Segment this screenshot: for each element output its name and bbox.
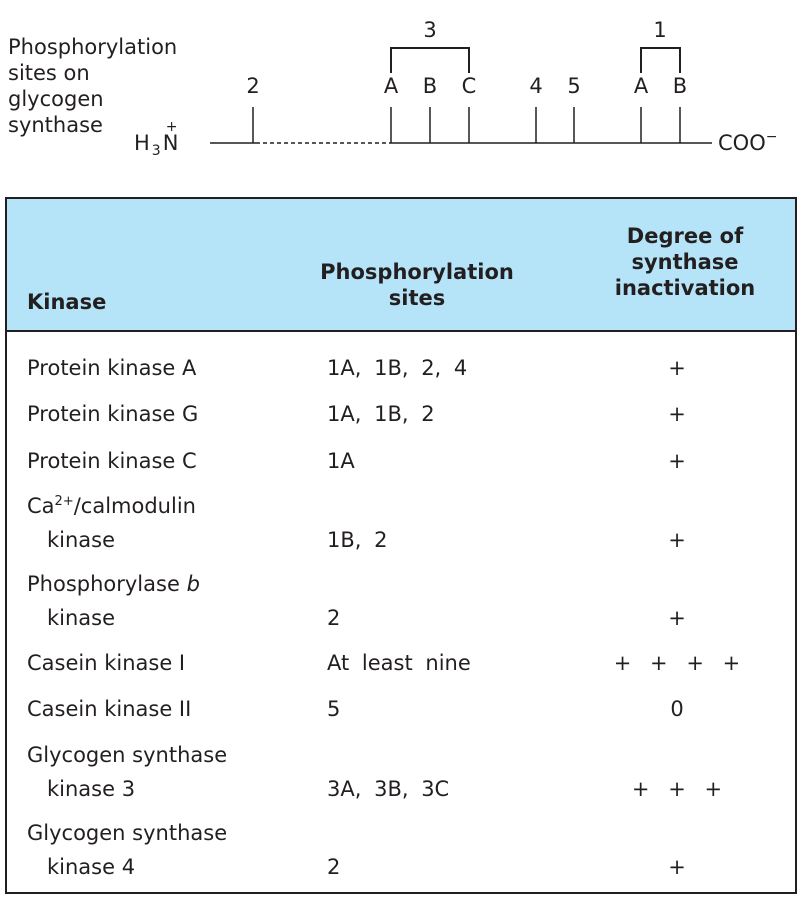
kinase-cell: Phosphorylase b kinase bbox=[27, 567, 200, 635]
degree-cell: + bbox=[668, 528, 692, 552]
bracket-group-3 bbox=[390, 47, 470, 73]
diagram-title: Phosphorylation sites on glycogen syntha… bbox=[8, 34, 177, 138]
sites-cell: 1B, 2 bbox=[327, 528, 388, 552]
kinase-name: Casein kinase I bbox=[27, 651, 186, 675]
table-row: Ca2+/calmodulin kinase 1B, 2 + bbox=[7, 489, 795, 557]
calcium-charge: 2+ bbox=[54, 494, 74, 509]
site-label-3b: B bbox=[422, 74, 438, 98]
diagram-title-line: glycogen bbox=[8, 87, 104, 111]
site-label-5: 5 bbox=[567, 74, 581, 98]
n-terminus-atom-wrap: N+ bbox=[162, 119, 179, 155]
header-sites-line: sites bbox=[388, 286, 446, 310]
group-label-3: 3 bbox=[423, 18, 437, 42]
sites-cell: 1A, 1B, 2, 4 bbox=[327, 356, 468, 380]
kinase-name-continued: kinase bbox=[47, 528, 116, 552]
site-label-3c: C bbox=[461, 74, 477, 98]
kinase-name-part: /calmodulin bbox=[73, 494, 196, 518]
table-row: Protein kinase A 1A, 1B, 2, 4 + bbox=[7, 351, 795, 385]
header-degree-line: synthase bbox=[631, 250, 739, 274]
kinase-cell: Protein kinase G bbox=[27, 397, 198, 431]
sites-cell: 1A, 1B, 2 bbox=[327, 402, 435, 426]
kinase-name-continued: kinase 3 bbox=[47, 777, 136, 801]
phosphorylation-site-diagram: Phosphorylation sites on glycogen syntha… bbox=[0, 0, 802, 180]
header-degree-inactivation: Degree of synthase inactivation bbox=[585, 223, 785, 301]
kinase-name-italic: b bbox=[186, 572, 200, 596]
kinase-name: Ca2+/calmodulin bbox=[27, 489, 196, 523]
kinase-cell: Protein kinase A bbox=[27, 351, 196, 385]
n-terminus-n: N bbox=[162, 131, 179, 155]
degree-cell: + bbox=[668, 356, 692, 380]
sites-cell: 2 bbox=[327, 606, 341, 630]
sites-cell: At least nine bbox=[327, 651, 471, 675]
n-terminus-subscript: 3 bbox=[151, 143, 161, 159]
degree-cell: + bbox=[668, 606, 692, 630]
degree-cell: + bbox=[668, 855, 692, 879]
table-header: Kinase Phosphorylation sites Degree of s… bbox=[7, 199, 795, 332]
site-label-2: 2 bbox=[246, 74, 260, 98]
kinase-name: Glycogen synthase bbox=[27, 821, 228, 845]
kinase-cell: Glycogen synthase kinase 4 bbox=[27, 816, 227, 884]
c-terminus-charge: − bbox=[765, 129, 778, 145]
kinase-name-continued: kinase 4 bbox=[47, 855, 136, 879]
kinase-cell: Glycogen synthase kinase 3 bbox=[27, 738, 227, 806]
table-row: Glycogen synthase kinase 3 3A, 3B, 3C + … bbox=[7, 738, 795, 806]
degree-cell: 0 bbox=[670, 697, 690, 721]
kinase-cell: Ca2+/calmodulin kinase bbox=[27, 489, 196, 557]
degree-cell: + + + + bbox=[613, 651, 747, 675]
table-row: Glycogen synthase kinase 4 2 + bbox=[7, 816, 795, 884]
kinase-cell: Casein kinase I bbox=[27, 646, 185, 680]
n-terminus-charge: + bbox=[165, 119, 178, 135]
diagram-title-line: synthase bbox=[8, 113, 103, 137]
site-label-4: 4 bbox=[529, 74, 543, 98]
header-sites-line: Phosphorylation bbox=[320, 260, 514, 284]
kinase-name: Protein kinase A bbox=[27, 356, 197, 380]
diagram-title-line: sites on bbox=[8, 61, 90, 85]
sites-cell: 3A, 3B, 3C bbox=[327, 777, 450, 801]
kinase-name: Glycogen synthase bbox=[27, 743, 228, 767]
bracket-group-1 bbox=[640, 47, 681, 73]
sites-cell: 1A bbox=[327, 449, 355, 473]
header-phosphorylation-sites: Phosphorylation sites bbox=[317, 259, 517, 311]
kinase-cell: Casein kinase II bbox=[27, 692, 191, 726]
kinase-cell: Protein kinase C bbox=[27, 444, 197, 478]
kinase-name: Protein kinase G bbox=[27, 402, 199, 426]
header-kinase: Kinase bbox=[27, 290, 107, 314]
degree-cell: + bbox=[668, 449, 692, 473]
table-row: Casein kinase II 5 0 bbox=[7, 692, 795, 726]
c-terminus-text: COO bbox=[718, 131, 766, 155]
kinase-name: Protein kinase C bbox=[27, 449, 197, 473]
table-row: Protein kinase G 1A, 1B, 2 + bbox=[7, 397, 795, 431]
site-label-1b: B bbox=[672, 74, 688, 98]
kinase-name-part: Ca bbox=[27, 494, 55, 518]
diagram-title-line: Phosphorylation bbox=[8, 35, 178, 59]
table-row: Casein kinase I At least nine + + + + bbox=[7, 646, 795, 680]
degree-cell: + bbox=[668, 402, 692, 426]
degree-cell: + + + bbox=[631, 777, 729, 801]
n-terminus-h: H bbox=[134, 131, 150, 155]
c-terminus-label: COO− bbox=[718, 129, 778, 158]
kinase-table: Kinase Phosphorylation sites Degree of s… bbox=[5, 197, 797, 894]
kinase-name-continued: kinase bbox=[47, 606, 116, 630]
kinase-name: Casein kinase II bbox=[27, 697, 192, 721]
sites-cell: 2 bbox=[327, 855, 341, 879]
group-label-1: 1 bbox=[653, 18, 667, 42]
site-label-3a: A bbox=[383, 74, 399, 98]
kinase-name-part: Phosphorylase bbox=[27, 572, 187, 596]
header-degree-line: Degree of bbox=[626, 224, 744, 248]
table-row: Protein kinase C 1A + bbox=[7, 444, 795, 478]
kinase-name: Phosphorylase b bbox=[27, 567, 200, 601]
sites-cell: 5 bbox=[327, 697, 341, 721]
header-degree-line: inactivation bbox=[614, 276, 756, 300]
diagram-lines bbox=[210, 47, 712, 144]
site-label-1a: A bbox=[633, 74, 649, 98]
table-row: Phosphorylase b kinase 2 + bbox=[7, 567, 795, 635]
